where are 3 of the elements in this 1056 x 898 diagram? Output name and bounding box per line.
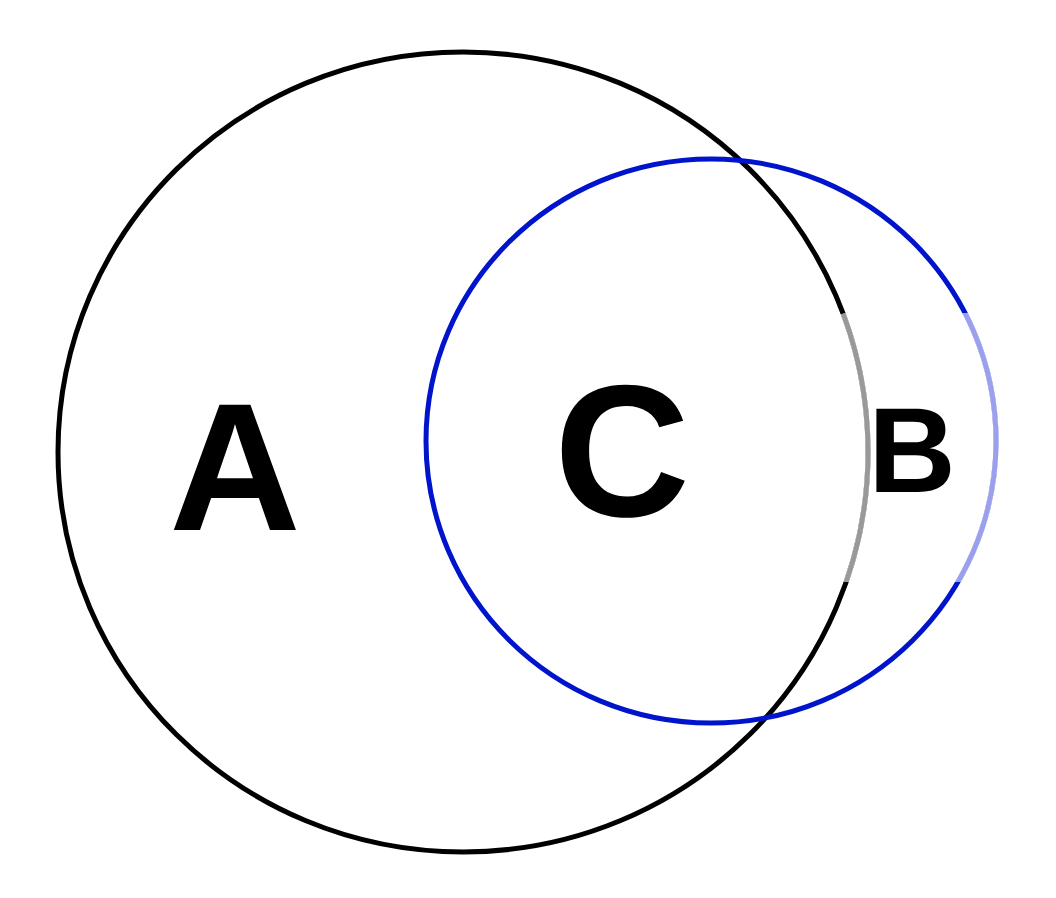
set-label: A [173, 404, 296, 530]
set-label: B [876, 408, 951, 492]
intersection-label: C [561, 384, 685, 518]
